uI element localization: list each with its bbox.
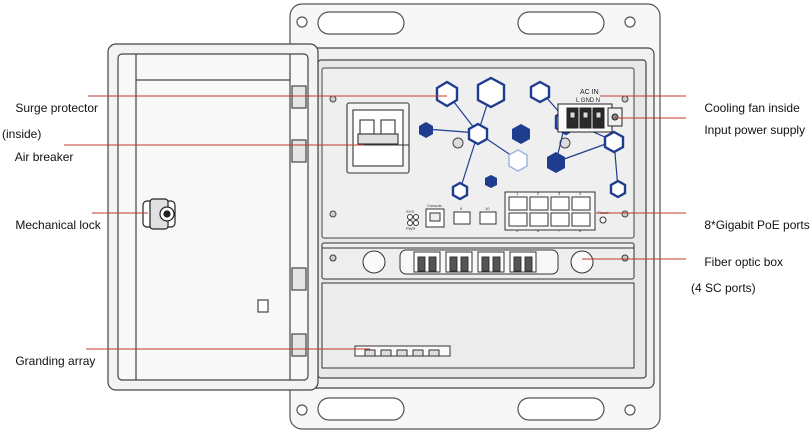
port-label-1: 1	[516, 191, 519, 196]
callout-surge-protector: Surge protector (inside)	[2, 89, 98, 167]
hexagon-network-logo	[419, 76, 627, 201]
sfp-label-9: 9	[460, 206, 463, 211]
sys-led-label: SYS	[406, 209, 414, 214]
callout-surge-protector-line2: (inside)	[2, 127, 42, 141]
port-label-6: 6	[537, 228, 540, 233]
leader-lines	[64, 95, 686, 350]
callout-input-power-text: Input power supply	[704, 123, 806, 137]
fiber-optic-box	[321, 242, 635, 280]
callout-granding-array-text: Granding array	[15, 354, 96, 368]
air-breaker	[346, 102, 410, 174]
ac-in-label: AC IN	[580, 89, 599, 96]
callout-cooling-fan: Cooling fan inside	[691, 89, 800, 128]
sfp-label-10: 10	[485, 206, 490, 211]
callout-cooling-fan-text: Cooling fan inside	[704, 101, 800, 115]
poe-switch	[407, 191, 607, 231]
port-label-4: 4	[579, 191, 582, 196]
port-label-3: 3	[558, 191, 561, 196]
callout-input-power: Input power supply	[691, 111, 805, 150]
port-label-8: 8	[579, 228, 582, 233]
callout-fiber-box-line1: Fiber optic box	[704, 255, 784, 269]
port-label-7: 7	[558, 228, 561, 233]
callout-mechanical-lock-text: Mechanical lock	[15, 218, 101, 232]
power-terminal-block	[557, 103, 623, 133]
callout-poe-ports: 8*Gigabit PoE ports	[691, 206, 810, 245]
grounding-array	[321, 282, 635, 369]
callout-air-breaker-text: Air breaker	[14, 150, 74, 164]
console-label: Console	[427, 203, 442, 208]
pwr-led-label: PWR	[406, 226, 415, 231]
port-label-2: 2	[537, 191, 540, 196]
callout-mechanical-lock: Mechanical lock	[2, 206, 101, 245]
cabinet-door	[107, 43, 319, 391]
callout-surge-protector-line1: Surge protector	[15, 101, 99, 115]
callout-granding-array: Granding array	[2, 342, 95, 381]
callout-fiber-box: Fiber optic box (4 SC ports)	[691, 243, 783, 321]
terminal-pin-labels: L GND N	[576, 98, 600, 104]
callout-fiber-box-line2: (4 SC ports)	[691, 281, 756, 295]
callout-poe-ports-text: 8*Gigabit PoE ports	[704, 218, 810, 232]
lock-icon	[142, 198, 176, 230]
callout-air-breaker: Air breaker	[2, 138, 74, 177]
port-label-5: 5	[516, 228, 519, 233]
